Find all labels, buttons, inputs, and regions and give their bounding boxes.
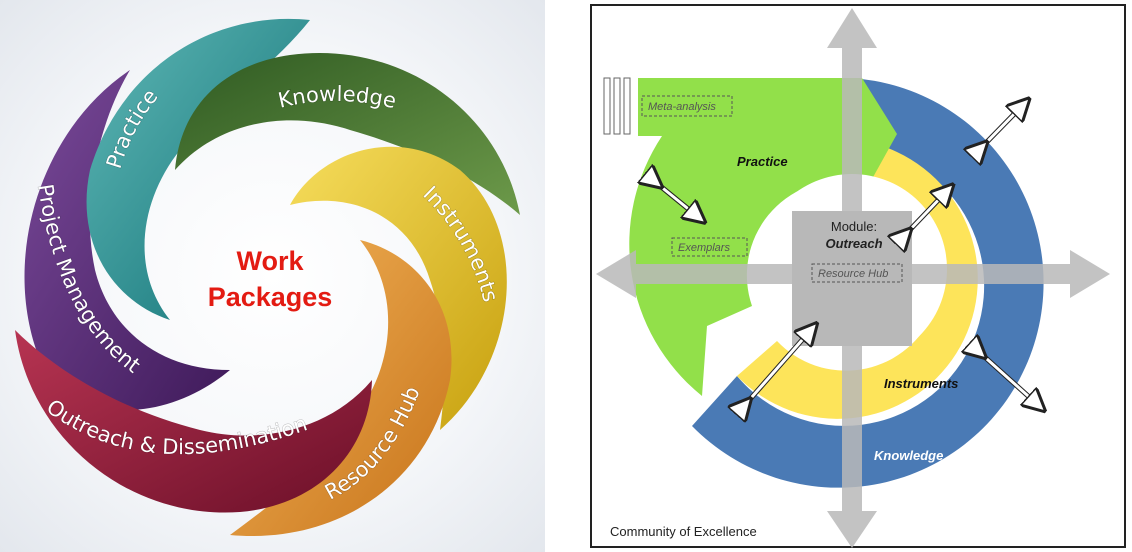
ring-instruments	[737, 146, 978, 419]
exemplars-box	[671, 237, 748, 257]
exemplars-label: Exemplars	[678, 242, 730, 254]
resource-hub-label: Resource Hub	[818, 268, 888, 280]
center-title-line2: Packages	[208, 282, 333, 312]
footer-label: Community of Excellence	[610, 524, 757, 539]
work-packages-panel: Practice Knowledge Instruments Resource …	[0, 0, 545, 552]
arrow-practice	[629, 78, 897, 396]
stripe-1	[603, 77, 611, 135]
work-packages-swirl: Practice Knowledge Instruments Resource …	[15, 18, 520, 537]
petal-resource-hub	[230, 240, 452, 537]
community-diagram-panel: Meta-analysis Practice Exemplars Module:…	[590, 4, 1126, 548]
ring-knowledge	[692, 78, 1044, 488]
resource-hub-box	[811, 263, 903, 283]
petal-practice	[86, 18, 310, 320]
knowledge-label: Knowledge	[874, 448, 943, 463]
petal-project-management	[24, 70, 231, 410]
practice-label: Practice	[737, 154, 788, 169]
stripe-3	[623, 77, 631, 135]
double-arrows	[654, 106, 1037, 406]
petal-outreach-dissemination	[15, 330, 372, 513]
center-title-line1: Work	[236, 246, 304, 276]
meta-analysis-box	[641, 95, 733, 117]
stripe-2	[613, 77, 621, 135]
module-label: Module:	[831, 219, 877, 234]
petal-knowledge	[175, 52, 520, 215]
instruments-label: Instruments	[884, 376, 958, 391]
petal-instruments	[290, 146, 507, 430]
meta-analysis-label: Meta-analysis	[648, 101, 716, 113]
module-name: Outreach	[825, 236, 882, 251]
community-diagram: Meta-analysis Practice Exemplars Module:…	[596, 8, 1110, 548]
